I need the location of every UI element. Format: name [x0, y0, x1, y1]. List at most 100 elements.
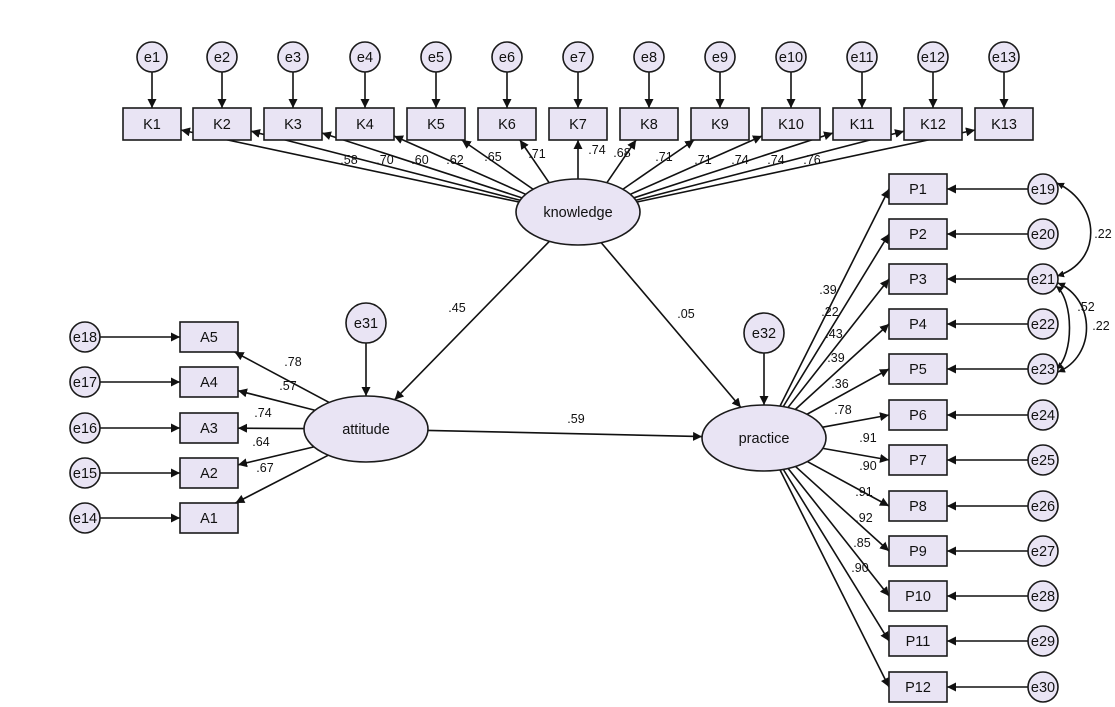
- attitude-item-a2-box: [179, 457, 239, 489]
- error-e6-circle: [491, 41, 523, 73]
- error-e2-circle: [206, 41, 238, 73]
- knowledge-loading-10: .71: [694, 153, 711, 167]
- practice-item-p9-box: [888, 535, 948, 567]
- loading-arrow-K6: [519, 139, 550, 184]
- attitude-item-a1-box: [179, 502, 239, 534]
- error-e23-circle: [1027, 353, 1059, 385]
- knowledge-item-k2-box: [192, 107, 252, 141]
- error-e10-label: e10: [779, 50, 803, 66]
- practice-item-p6-label: P6: [909, 408, 927, 424]
- knowledge-item-k7-label: K7: [569, 117, 587, 133]
- loading-arrow-K8: [606, 139, 637, 184]
- path-knowledge-attitude-coef: .45: [448, 301, 465, 315]
- error-e11-circle: [846, 41, 878, 73]
- practice-item-p3-label: P3: [909, 272, 927, 288]
- loading-arrow-P1: [779, 188, 890, 407]
- attitude-item-a3-box: [179, 412, 239, 444]
- practice-item-p11-box: [888, 625, 948, 657]
- attitude-item-a5-box: [179, 321, 239, 353]
- attitude-loading-a1: .67: [256, 461, 273, 475]
- knowledge-loading-8: .68: [613, 146, 630, 160]
- practice-item-p2-box: [888, 218, 948, 250]
- practice-loading-p4: .39: [827, 351, 844, 365]
- loading-arrow-A4: [237, 388, 316, 412]
- knowledge-item-k11-label: K11: [850, 117, 875, 133]
- error-e15-circle: [69, 457, 101, 489]
- practice-loading-p8: .90: [859, 459, 876, 473]
- knowledge-item-k6-label: K6: [498, 117, 516, 133]
- practice-item-p11-label: P11: [906, 634, 931, 650]
- loading-arrow-K9: [622, 139, 695, 190]
- error-e17-label: e17: [73, 375, 97, 391]
- latent-practice-label: practice: [739, 431, 790, 447]
- loading-arrow-K5: [461, 139, 534, 190]
- practice-loading-p3: .43: [825, 327, 842, 341]
- error-e12-label: e12: [921, 50, 945, 66]
- practice-loading-p7: .91: [859, 431, 876, 445]
- error-e4-circle: [349, 41, 381, 73]
- knowledge-loading-13: .76: [803, 153, 820, 167]
- attitude-item-a1-label: A1: [200, 511, 218, 527]
- loading-arrow-P11: [782, 468, 890, 642]
- error-e4-label: e4: [357, 50, 373, 66]
- practice-item-p2-label: P2: [909, 227, 927, 243]
- error-e30-label: e30: [1031, 680, 1055, 696]
- practice-item-p8-box: [888, 490, 948, 522]
- error-e25-label: e25: [1031, 453, 1055, 469]
- knowledge-item-k1-box: [122, 107, 182, 141]
- practice-loading-p12: .90: [851, 561, 868, 575]
- disturbance-e31-circle: [345, 302, 387, 344]
- path-attitude-practice: [427, 429, 703, 441]
- knowledge-item-k9-label: K9: [711, 117, 729, 133]
- loading-arrow-K11: [633, 131, 834, 199]
- loading-arrow-K12: [635, 129, 905, 202]
- practice-item-p7-box: [888, 444, 948, 476]
- error-e22-label: e22: [1031, 317, 1055, 333]
- latent-attitude-ellipse: [303, 395, 429, 463]
- attitude-loading-a4: .57: [279, 379, 296, 393]
- loading-arrow-K10: [630, 135, 763, 196]
- error-e22-circle: [1027, 308, 1059, 340]
- path-knowledge-practice: [600, 242, 742, 408]
- error-e3-label: e3: [285, 50, 301, 66]
- error-e27-label: e27: [1031, 544, 1055, 560]
- practice-item-p5-box: [888, 353, 948, 385]
- disturbance-e31-label: e31: [354, 316, 378, 332]
- knowledge-item-k5-box: [406, 107, 466, 141]
- practice-loading-p9: .91: [855, 485, 872, 499]
- attitude-loading-a5: .78: [284, 355, 301, 369]
- loading-arrow-A2: [237, 446, 315, 468]
- error-e15-label: e15: [73, 466, 97, 482]
- attitude-item-a3-label: A3: [200, 421, 218, 437]
- error-e18-circle: [69, 321, 101, 353]
- practice-item-p12-box: [888, 671, 948, 703]
- error-e21-label: e21: [1031, 272, 1055, 288]
- knowledge-loading-9: .71: [655, 150, 672, 164]
- practice-item-p3-box: [888, 263, 948, 295]
- loading-arrow-P7: [822, 447, 890, 463]
- knowledge-item-k10-box: [761, 107, 821, 141]
- knowledge-loading-7: .74: [588, 143, 605, 157]
- knowledge-loading-11: .74: [731, 153, 748, 167]
- loading-arrow-P8: [806, 460, 890, 507]
- path-attitude-practice-coef: .59: [567, 412, 584, 426]
- attitude-item-a2-label: A2: [200, 466, 218, 482]
- knowledge-loading-5: .65: [484, 150, 501, 164]
- practice-loading-p1: .39: [819, 283, 836, 297]
- error-e11-label: e11: [850, 50, 873, 66]
- error-e6-label: e6: [499, 50, 515, 66]
- error-e26-label: e26: [1031, 499, 1055, 515]
- error-e16-circle: [69, 412, 101, 444]
- loading-arrow-K3: [321, 131, 523, 199]
- error-e5-circle: [420, 41, 452, 73]
- nodes-layer: K1e1K2e2K3e3K4e4K5e5K6e6K7e7K8e8K9e9K10e…: [69, 41, 1059, 703]
- error-e13-circle: [988, 41, 1020, 73]
- practice-loading-p2: .22: [821, 305, 838, 319]
- knowledge-item-k8-box: [619, 107, 679, 141]
- practice-item-p10-label: P10: [905, 589, 931, 605]
- loading-arrow-P5: [806, 368, 890, 415]
- knowledge-item-k4-label: K4: [356, 117, 374, 133]
- practice-item-p12-label: P12: [905, 680, 931, 696]
